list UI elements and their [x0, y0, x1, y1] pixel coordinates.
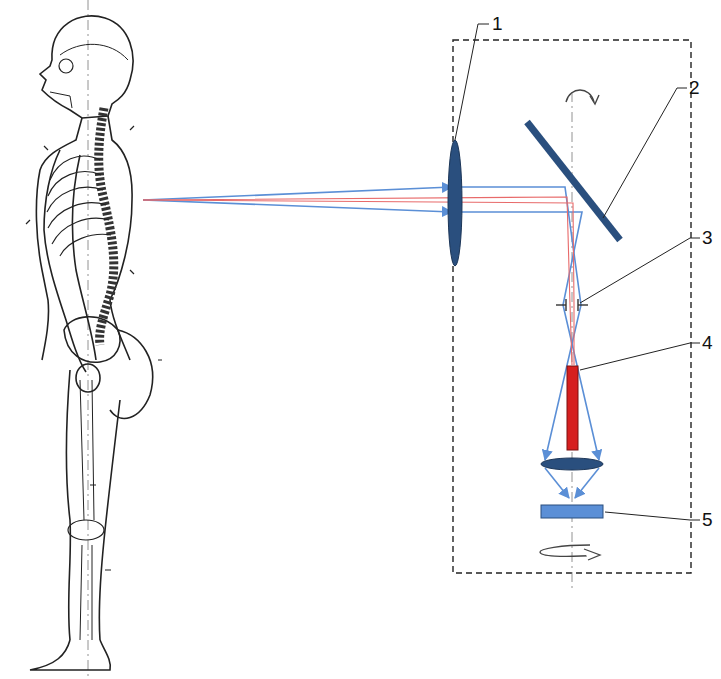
- callout-number: 2: [689, 78, 700, 97]
- light-rays: [143, 187, 599, 498]
- scanning-mirror: [527, 122, 620, 240]
- rotation-arrow: [566, 90, 594, 102]
- objective-lens: [448, 140, 462, 266]
- detector: [541, 505, 603, 518]
- human-figure: [26, 0, 162, 679]
- callout-number: 1: [492, 14, 503, 33]
- callout-number: 3: [702, 228, 713, 247]
- callout-number: 4: [702, 333, 713, 352]
- leader-lines: [455, 24, 700, 520]
- red-source: [567, 366, 578, 450]
- callout-number: 5: [702, 510, 713, 529]
- relay-lens: [541, 458, 603, 470]
